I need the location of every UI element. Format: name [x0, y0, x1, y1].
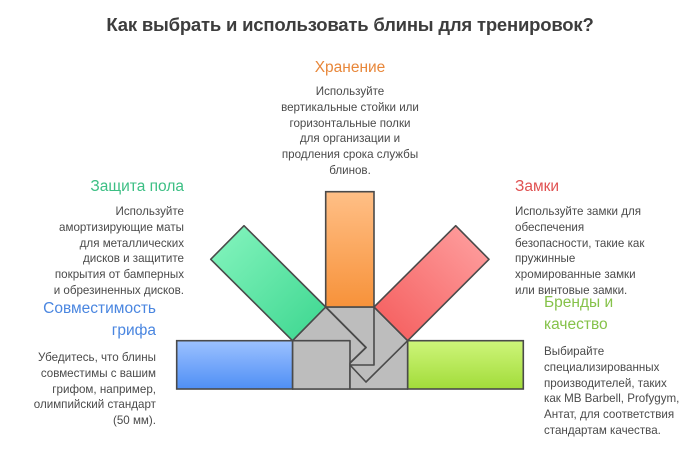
storage-line: блинов.	[329, 163, 371, 177]
brands-heading-line: Бренды и	[544, 294, 614, 311]
floor-line: и обрезиненных дисков.	[53, 283, 184, 297]
brands-line: специализированных	[544, 360, 660, 374]
bar-line: Убедитесь, что блины	[38, 351, 156, 364]
bar-line: олимпийский стандарт	[33, 398, 156, 412]
storage-line: продления срока службы	[281, 148, 419, 162]
brands-description: Выбирайте специализированных производите…	[544, 344, 700, 439]
floor-heading: Защита пола	[90, 178, 184, 195]
brands-heading-line: качество	[544, 316, 608, 333]
bar-heading-line: грифа	[111, 322, 156, 339]
floor-line: Используйте	[115, 205, 185, 218]
brands-line: стандартам качества.	[544, 423, 661, 437]
brands-line: как MB Barbell, Profygym,	[544, 392, 680, 406]
bar-line: совместимы с вашим	[40, 366, 156, 380]
bar-lime-brands	[406, 339, 525, 390]
section-brands: Бренды и качество Выбирайте специализиро…	[544, 292, 700, 439]
section-floor: Защита пола Используйте амортизирующие м…	[20, 176, 184, 299]
storage-line: вертикальные стойки или	[281, 100, 419, 114]
bar-line: грифом, например,	[52, 382, 156, 396]
brands-line: Антат, для соответствия	[544, 408, 675, 422]
storage-line: для организации и	[299, 132, 401, 146]
bar-description: Убедитесь, что блины совместимы с вашим …	[10, 350, 156, 429]
storage-line: Используйте	[315, 85, 385, 98]
hub-gray	[291, 306, 409, 390]
bar-heading-line: Совместимость	[43, 300, 156, 317]
bar-orange-storage	[324, 190, 375, 308]
bar-heading: Совместимость грифа	[10, 298, 156, 342]
section-locks: Замки Используйте замки для обеспечения …	[515, 176, 695, 299]
brands-heading: Бренды и качество	[544, 292, 700, 336]
brands-line: производителей, таких	[544, 376, 667, 390]
storage-description: Используйте вертикальные стойки или гори…	[250, 84, 450, 179]
page-title: Как выбрать и использовать блины для тре…	[106, 14, 594, 35]
floor-description: Используйте амортизирующие маты для мета…	[20, 204, 184, 299]
locks-line: обеспечения	[515, 220, 585, 234]
storage-heading: Хранение	[314, 59, 386, 76]
locks-heading: Замки	[515, 178, 560, 195]
storage-line: горизонтальные полки	[289, 116, 411, 130]
brands-line: Выбирайте	[544, 345, 605, 358]
locks-line: безопасности, такие как	[515, 236, 645, 250]
floor-line: для металлических	[79, 236, 184, 250]
locks-line: пружинные	[515, 252, 576, 266]
section-storage: Хранение Используйте вертикальные стойки…	[250, 57, 450, 179]
locks-line: или винтовые замки.	[515, 283, 628, 297]
locks-description: Используйте замки для обеспечения безопа…	[515, 204, 695, 299]
bar-blue-compatibility	[175, 339, 294, 390]
locks-line: Используйте замки для	[515, 205, 642, 218]
floor-line: амортизирующие маты	[59, 220, 184, 234]
section-bar: Совместимость грифа Убедитесь, что блины…	[10, 298, 156, 429]
bar-line: (50 мм).	[112, 414, 156, 428]
locks-line: хромированные замки	[515, 268, 636, 282]
bar-red-locks	[373, 224, 490, 342]
floor-line: покрытия от бамперных	[54, 268, 184, 282]
floor-line: дисков и защитите	[83, 252, 184, 266]
bar-green-floor	[209, 224, 327, 342]
